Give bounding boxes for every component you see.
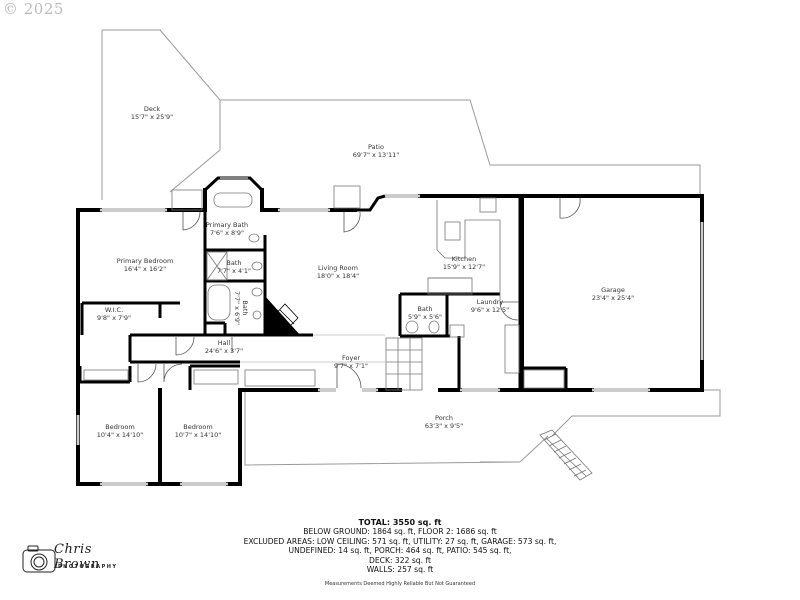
disclaimer: Measurements Deemed Highly Reliable But … bbox=[324, 581, 476, 588]
bay-window bbox=[203, 176, 264, 192]
exterior-walls bbox=[76, 188, 704, 486]
porch-stairs bbox=[539, 429, 593, 481]
fireplace bbox=[265, 296, 300, 335]
summary-line-5: WALLS: 257 sq. ft bbox=[366, 565, 434, 575]
total-area: TOTAL: 3550 sq. ft bbox=[358, 518, 442, 527]
logo-brand: Chris Brown bbox=[54, 542, 100, 572]
photographer-logo: Chris Brown PHOTOGRAPHY bbox=[20, 540, 135, 580]
summary-line-2: EXCLUDED AREAS: LOW CEILING: 571 sq. ft,… bbox=[243, 536, 557, 546]
interior-walls bbox=[78, 196, 568, 390]
doors bbox=[137, 197, 581, 389]
fireplace-hearth bbox=[271, 303, 299, 332]
windows bbox=[76, 194, 704, 486]
summary-line-1: BELOW GROUND: 1864 sq. ft, FLOOR 2: 1686… bbox=[303, 527, 497, 537]
summary-line-4: DECK: 322 sq. ft bbox=[369, 555, 431, 565]
area-summary: TOTAL: 3550 sq. ft BELOW GROUND: 1864 sq… bbox=[0, 518, 800, 590]
fixtures bbox=[83, 185, 565, 391]
outdoor-outlines bbox=[101, 29, 721, 466]
copyright-watermark: © 2025 bbox=[3, 0, 64, 18]
logo-subtitle: PHOTOGRAPHY bbox=[58, 564, 118, 570]
room-dividers bbox=[240, 334, 385, 363]
summary-line-3: UNDEFINED: 14 sq. ft, PORCH: 464 sq. ft,… bbox=[288, 546, 512, 556]
camera-icon bbox=[22, 545, 56, 573]
room-label-wic: W.I.C.9'8" x 7'9" bbox=[96, 306, 132, 322]
